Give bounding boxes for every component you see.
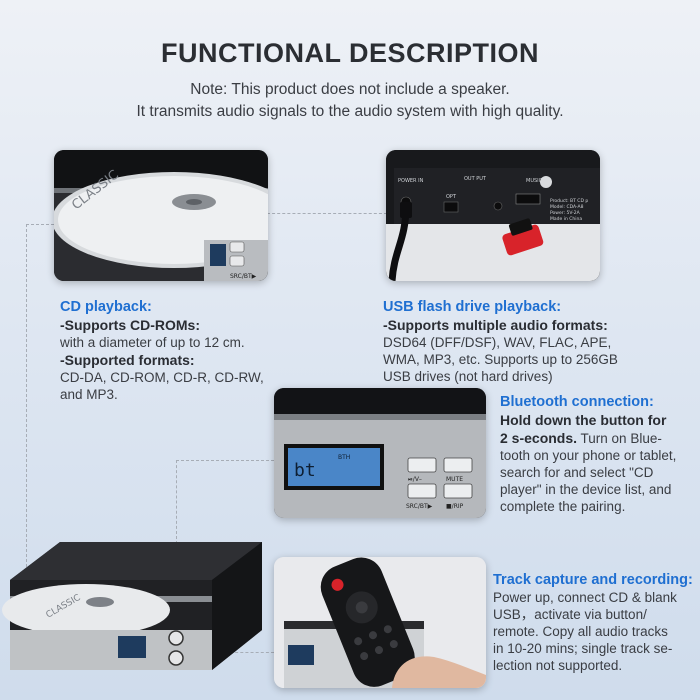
svg-text:SRC/BT▶: SRC/BT▶ (406, 503, 433, 510)
track-capture-section: Track capture and recording: Power up, c… (493, 571, 693, 674)
svg-text:MUTE: MUTE (446, 476, 463, 483)
track-capture-heading: Track capture and recording: (493, 572, 693, 588)
usb-playback-line3: USB drives (not hard drives) (383, 369, 553, 384)
bluetooth-line3: tooth on your phone or tablet, (500, 448, 677, 463)
svg-text:⏯/V–: ⏯/V– (408, 476, 422, 483)
usb-playback-line2: WMA, MP3, etc. Supports up to 256GB (383, 352, 618, 367)
bluetooth-line2-rest: Turn on Blue- (577, 431, 662, 446)
svg-text:Power: 5V-2A: Power: 5V-2A (550, 210, 581, 216)
svg-text:OUT PUT: OUT PUT (464, 176, 487, 182)
track-capture-line2: USB，activate via button/ (493, 607, 647, 622)
usb-playback-section: USB flash drive playback: -Supports mult… (383, 298, 618, 385)
cd-playback-item1-text: with a diameter of up to 12 cm. (60, 335, 245, 350)
lcd-text: bt (294, 460, 316, 481)
usb-playback-line1: DSD64 (DFF/DSF), WAV, FLAC, APE, (383, 335, 612, 350)
cd-playback-heading: CD playback: (60, 299, 152, 315)
connector-line (176, 460, 177, 610)
bluetooth-bold-line1: Hold down the button for (500, 412, 667, 428)
remote-photo (274, 557, 486, 688)
cd-playback-item2-line1: CD-DA, CD-ROM, CD-R, CD-RW, (60, 370, 264, 385)
subtitle-line-2: It transmits audio signals to the audio … (136, 103, 564, 120)
svg-text:BTH: BTH (338, 454, 350, 461)
usb-playback-heading: USB flash drive playback: (383, 299, 562, 315)
track-capture-line3: remote. Copy all audio tracks (493, 624, 668, 639)
bluetooth-line4: search for and select "CD (500, 465, 654, 480)
svg-text:OPT: OPT (446, 194, 457, 200)
page-title: FUNCTIONAL DESCRIPTION (160, 38, 539, 68)
cd-playback-section: CD playback: -Supports CD-ROMs: with a d… (60, 298, 264, 403)
connector-line (26, 224, 27, 582)
usb-playback-bold: -Supports multiple audio formats: (383, 317, 608, 333)
bluetooth-line6: complete the pairing. (500, 499, 626, 514)
track-capture-line1: Power up, connect CD & blank (493, 590, 677, 605)
subtitle-line-1: Note: This product does not include a sp… (190, 81, 510, 98)
cd-playback-item2-bold: -Supported formats: (60, 352, 195, 368)
bluetooth-line5: player" in the device list, and (500, 482, 672, 497)
track-capture-line5: lection not supported. (493, 658, 623, 673)
svg-text:Product: BT CD p: Product: BT CD p (550, 198, 588, 204)
bluetooth-heading: Bluetooth connection: (500, 394, 654, 410)
cd-tray-photo: CLASSIC SRC/BT▶ (54, 150, 268, 281)
connector-line (26, 224, 54, 225)
svg-text:POWER IN: POWER IN (398, 178, 424, 184)
lcd-panel-photo: bt BTH ⏯/V– MUTE SRC/BT▶ ■/RIP (274, 388, 486, 518)
track-capture-line4: in 10-20 mins; single track se- (493, 641, 673, 656)
bluetooth-section: Bluetooth connection: Hold down the butt… (500, 393, 676, 515)
svg-text:■/RIP: ■/RIP (446, 503, 464, 510)
svg-text:Made in China: Made in China (550, 216, 582, 222)
subtitle: Note: This product does not include a sp… (0, 79, 700, 123)
device-unit-photo: CLASSIC (0, 520, 270, 700)
cd-playback-item1-bold: -Supports CD-ROMs: (60, 317, 200, 333)
svg-text:MUSIC: MUSIC (526, 178, 543, 184)
cd-playback-item2-line2: and MP3. (60, 387, 118, 402)
svg-text:SRC/BT▶: SRC/BT▶ (230, 273, 257, 280)
svg-text:Model: CDA-A8: Model: CDA-A8 (550, 204, 584, 210)
rear-panel-photo: POWER IN OUT PUT MUSIC OPT Product: BT C… (386, 150, 600, 281)
connector-line (176, 460, 274, 461)
bluetooth-bold-line2: 2 s-econds. (500, 430, 578, 446)
connector-line (267, 213, 387, 214)
